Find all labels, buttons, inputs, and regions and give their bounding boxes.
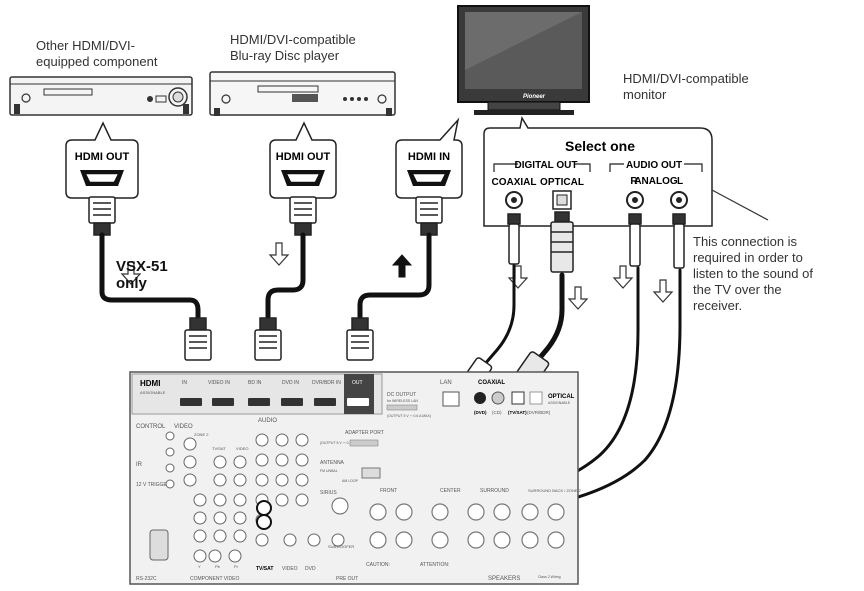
- rcv-cd: (CD): [492, 410, 502, 415]
- rcv-fm-unbal: FM UNBAL: [320, 469, 338, 473]
- rcv-dvd-in: DVD IN: [282, 380, 299, 386]
- hdmi-out-bubble-1: HDMI OUT: [65, 121, 139, 199]
- rcv-antenna: ANTENNA: [320, 460, 345, 466]
- bluray-player-device: [209, 71, 396, 116]
- audio-output-panel: Select one DIGITAL OUT AUDIO OUT COAXIAL…: [483, 115, 713, 227]
- rcv-am-loop: AM LOOP: [342, 479, 359, 483]
- rcv-optical: OPTICAL: [548, 394, 575, 400]
- rcv-video-in: VIDEO IN: [208, 380, 230, 386]
- arrow-down-coax: [507, 265, 529, 289]
- select-one-label: Select one: [565, 138, 635, 154]
- tv-monitor-device: Pioneer: [457, 5, 590, 115]
- rcv-bd-in: BD IN: [248, 380, 262, 386]
- rcv-y: Y: [198, 564, 201, 569]
- monitor-label: HDMI/DVI-compatible monitor: [623, 71, 749, 102]
- hdmi-out-bubble-2: HDMI OUT: [269, 121, 337, 199]
- rcv-in-num: IN: [182, 380, 187, 386]
- bluray-player-label: HDMI/DVI-compatible Blu-ray Disc player: [230, 32, 356, 63]
- note-pointer-line: [711, 189, 769, 221]
- analog-label: ANALOG: [634, 176, 678, 187]
- arrow-down-optical: [567, 286, 589, 310]
- optical-label: OPTICAL: [540, 177, 584, 188]
- rcv-pre-out: PRE OUT: [336, 576, 358, 582]
- vsx-note-label: VSX-51 only: [116, 258, 168, 292]
- rcv-class: Class 2 Wiring: [538, 575, 561, 579]
- tv-brand-label: Pioneer: [523, 94, 546, 100]
- rcv-subwoofer: SUBWOOFER: [328, 544, 354, 549]
- rcv-lan: LAN: [440, 380, 452, 386]
- rcv-dc-output: DC OUTPUT: [387, 392, 416, 398]
- rcv-center: CENTER: [440, 488, 461, 494]
- rcv-output-spec: (OUTPUT 5 V ⎓ 0.6 A MAX): [387, 414, 431, 418]
- rcv-video: VIDEO: [174, 424, 193, 430]
- rcv-audio: AUDIO: [258, 418, 277, 424]
- rcv-zone2: ZONE 2: [194, 432, 209, 437]
- audio-out-label: AUDIO OUT: [626, 160, 682, 171]
- rcv-attention: ATTENTION:: [420, 562, 449, 568]
- connection-note-label: This connection is required in order to …: [693, 234, 813, 313]
- rcv-speakers: SPEAKERS: [488, 576, 520, 582]
- rcv-video-in-small: VIDEO: [236, 446, 248, 451]
- rcv-pb: Pb: [215, 564, 221, 569]
- rcv-dvd-bottom: DVD: [305, 566, 316, 572]
- rcv-caution: CAUTION:: [366, 562, 390, 568]
- hdmi-in-bubble: HDMI IN: [395, 117, 463, 199]
- rcv-adapter-port: ADAPTER PORT: [345, 430, 384, 436]
- hdmi-out-label-1: HDMI OUT: [75, 151, 130, 163]
- analog-l-label: L: [677, 176, 683, 187]
- other-component-device: [9, 76, 193, 116]
- digital-out-label: DIGITAL OUT: [515, 160, 578, 171]
- rcv-optical-assignable: ASSIGNABLE: [548, 401, 571, 405]
- rcv-component-video: COMPONENT VIDEO: [190, 576, 239, 582]
- rcv-ir: IR: [136, 462, 143, 468]
- rcv-out: OUT: [352, 380, 363, 386]
- rcv-tvsat-bottom: TV/SAT: [256, 566, 273, 572]
- rcv-dvr-bdr-in: DVR/BDR IN: [312, 380, 341, 386]
- rcv-adapter-spec: (OUTPUT 5 V ⎓ 0.1 A MAX): [320, 441, 364, 445]
- rcv-for-wireless: for WIRELESS LAN: [387, 399, 418, 403]
- rcv-hdmi: HDMI: [140, 379, 160, 388]
- arrow-up-hdmi: [391, 254, 413, 278]
- analog-r-label: R: [630, 176, 638, 187]
- rcv-tvsat-in: TV/SAT: [212, 446, 226, 451]
- receiver-rear-panel: HDMI ASSIGNABLE IN VIDEO IN BD IN DVD IN…: [129, 371, 582, 585]
- arrow-down-1: [120, 261, 142, 285]
- rcv-sirius: SIRIUS: [320, 490, 337, 496]
- rcv-dvrbdr: (DVR/BDR): [527, 410, 551, 415]
- rcv-control: CONTROL: [136, 424, 166, 430]
- rcv-pr: Pr: [234, 564, 239, 569]
- rcv-assignable: ASSIGNABLE: [140, 390, 166, 395]
- signal-arrows: [120, 242, 674, 310]
- rcv-surround-back: SURROUND BACK / ZONE 2: [528, 488, 582, 493]
- hdmi-in-label: HDMI IN: [408, 151, 450, 163]
- arrow-down-2: [268, 242, 290, 266]
- rcv-dvd: (DVD): [474, 410, 487, 415]
- coaxial-label: COAXIAL: [492, 177, 537, 188]
- rcv-coaxial: COAXIAL: [478, 380, 505, 386]
- rcv-trigger: 12 V TRIGGER: [136, 482, 171, 488]
- rcv-rs232c: RS-232C: [136, 576, 157, 582]
- arrow-down-analog-l: [652, 279, 674, 303]
- rcv-tvsat: (TV/SAT): [508, 410, 527, 415]
- hdmi-plugs-top: [88, 196, 443, 236]
- rca-plugs: [281, 211, 686, 527]
- rcv-video-bottom: VIDEO: [282, 566, 298, 572]
- hdmi-cables: [99, 232, 432, 321]
- other-component-label: Other HDMI/DVI- equipped component: [36, 38, 158, 69]
- rcv-surround: SURROUND: [480, 488, 509, 494]
- hdmi-out-label-2: HDMI OUT: [276, 151, 331, 163]
- rcv-front: FRONT: [380, 488, 397, 494]
- hdmi-plugs-bottom: [184, 317, 374, 361]
- arrow-down-analog-r: [612, 265, 634, 289]
